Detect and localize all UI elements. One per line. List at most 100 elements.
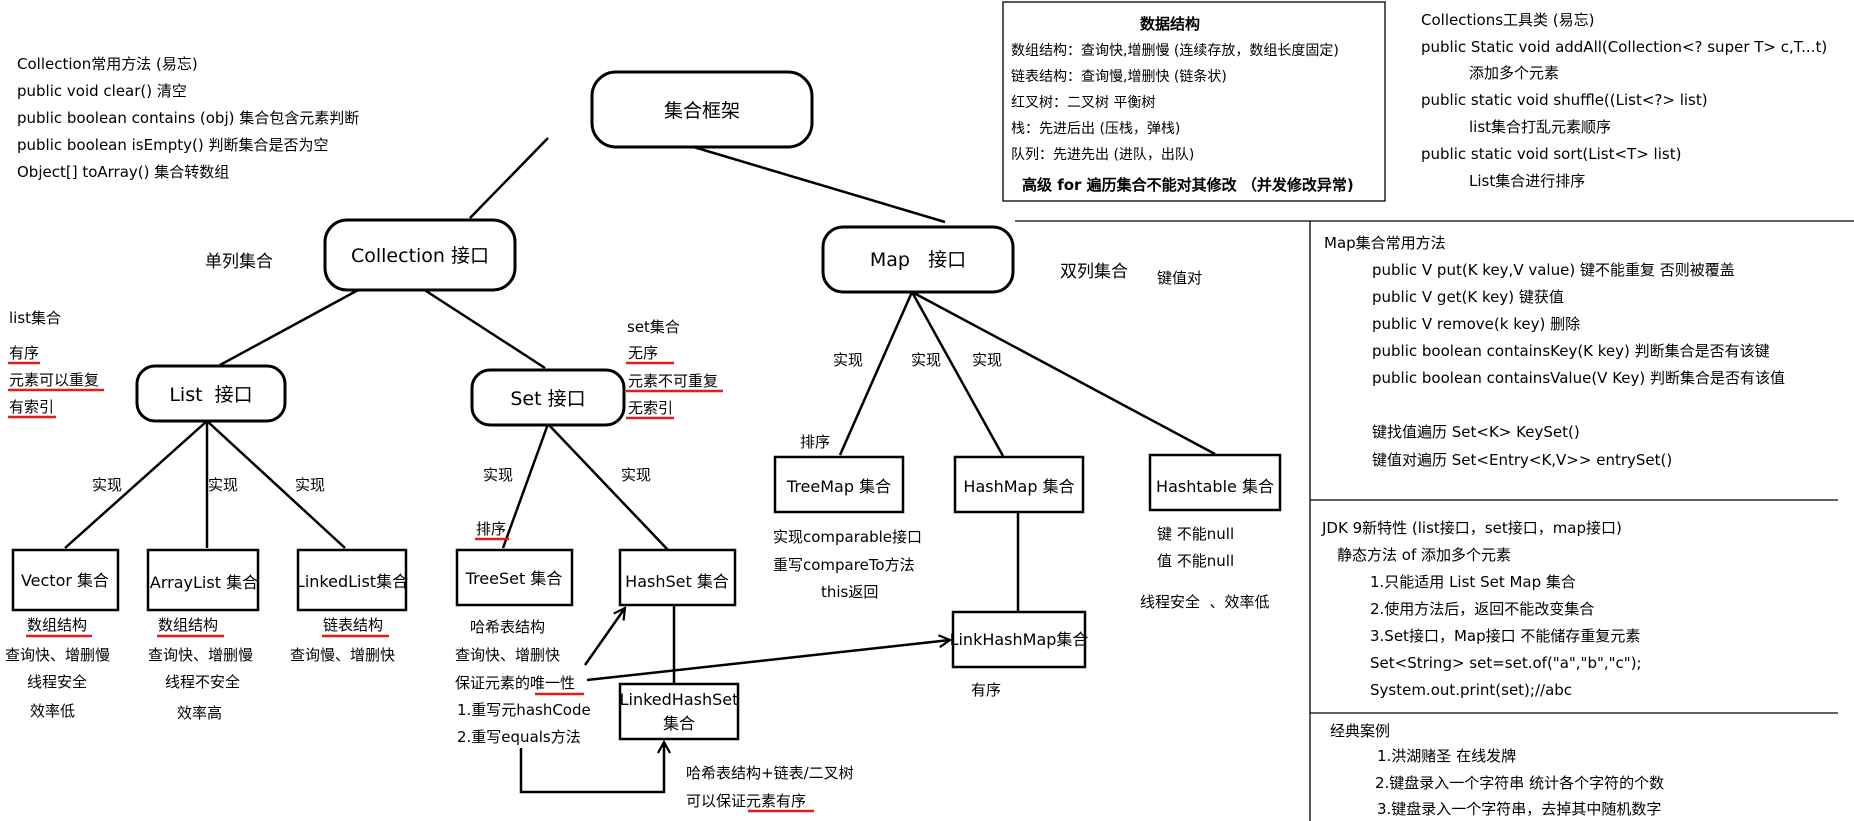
arraylist-note-3: 效率高 bbox=[177, 704, 222, 722]
hashtable-note-0: 键 不能null bbox=[1157, 525, 1234, 543]
linkedhashset-note-0: 哈希表结构+链表/二叉树 bbox=[686, 764, 854, 782]
classic-cases: 经典案例 1.洪湖赌圣 在线发牌 2.键盘录入一个字符串 统计各个字符的个数 3… bbox=[1330, 722, 1664, 818]
edge-labels: 实现 实现 实现 实现 实现 实现 实现 实现 bbox=[92, 351, 1002, 494]
node-linkedhashset-label-2: 集合 bbox=[663, 714, 695, 733]
case-item-0: 1.洪湖赌圣 在线发牌 bbox=[1377, 747, 1516, 765]
map-method-3: public boolean containsKey(K key) 判断集合是否… bbox=[1372, 342, 1770, 360]
node-set-label: Set 接口 bbox=[510, 388, 585, 410]
collections-tools: Collections工具类 (易忘) public Static void a… bbox=[1421, 11, 1827, 190]
edge-map-hashmap bbox=[910, 291, 1005, 457]
jdk9-title: JDK 9新特性 (list接口，set接口，map接口) bbox=[1321, 519, 1622, 537]
node-treemap: TreeMap 集合 bbox=[773, 455, 905, 514]
case-item-2: 3.键盘录入一个字符串，去掉其中随机数字 bbox=[1377, 800, 1661, 818]
key-value-label: 键值对 bbox=[1157, 269, 1202, 287]
edge-label-map-hashtable: 实现 bbox=[972, 351, 1002, 369]
map-method-0: public V put(K key,V value) 键不能重复 否则被覆盖 bbox=[1372, 261, 1735, 279]
vector-note-2: 线程安全 bbox=[27, 673, 87, 691]
data-structure-1: 链表结构：查询慢,增删快 (链条状) bbox=[1011, 68, 1227, 85]
node-set: Set 接口 bbox=[470, 368, 626, 427]
linkedhashset-note-1: 可以保证元素有序 bbox=[686, 792, 806, 810]
node-vector: Vector 集合 bbox=[11, 548, 120, 612]
linkedlist-note-0: 链表结构 bbox=[323, 616, 383, 634]
jdk9-item-5: System.out.print(set);//abc bbox=[1370, 681, 1572, 699]
edge-map-treemap bbox=[838, 291, 914, 456]
hashset-note-4: 2.重写equals方法 bbox=[457, 728, 581, 746]
map-method-5: 键找值遍历 Set<K> KeySet() bbox=[1372, 423, 1580, 441]
map-method-1: public V get(K key) 键获值 bbox=[1372, 288, 1564, 306]
node-treeset-label: TreeSet 集合 bbox=[465, 569, 563, 588]
arrow-to-linkedhashset bbox=[519, 742, 664, 794]
hashset-note-0: 哈希表结构 bbox=[470, 618, 545, 636]
vector-note-1: 查询快、增删慢 bbox=[5, 646, 110, 664]
single-column-label: 单列集合 bbox=[205, 252, 273, 272]
set-feature-unordered: 无序 bbox=[628, 344, 658, 362]
edge-collection-set bbox=[422, 287, 546, 370]
node-hashset-label: HashSet 集合 bbox=[625, 572, 729, 591]
jdk9-item-3: 3.Set接口，Map接口 不能储存重复元素 bbox=[1370, 627, 1640, 645]
edge-label-list-vector: 实现 bbox=[92, 476, 122, 494]
node-hashtable-label: Hashtable 集合 bbox=[1156, 477, 1274, 496]
treemap-note-1: 重写compareTo方法 bbox=[773, 556, 915, 574]
node-notes: 数组结构 查询快、增删慢 线程安全 效率低 数组结构 查询快、增删慢 线程不安全… bbox=[5, 433, 1270, 813]
vector-note-3: 效率低 bbox=[30, 702, 75, 720]
node-root-label: 集合框架 bbox=[664, 100, 740, 122]
treemap-sort: 排序 bbox=[800, 433, 830, 451]
node-root: 集合框架 bbox=[590, 70, 814, 149]
edge-list-linkedlist bbox=[206, 420, 346, 549]
data-structure-3: 栈：先进后出 (压栈，弹栈) bbox=[1011, 121, 1180, 137]
treemap-note-2: this返回 bbox=[821, 583, 878, 601]
map-methods: Map集合常用方法 public V put(K key,V value) 键不… bbox=[1324, 234, 1785, 469]
map-methods-title: Map集合常用方法 bbox=[1324, 234, 1446, 252]
node-map-label: Map 接口 bbox=[870, 249, 966, 271]
edge-root-map bbox=[649, 132, 946, 224]
node-hashmap-label: HashMap 集合 bbox=[963, 477, 1074, 496]
node-hashmap: HashMap 集合 bbox=[953, 455, 1085, 514]
double-column-label: 双列集合 bbox=[1060, 262, 1128, 282]
node-linkhashmap: LinkHashMap集合 bbox=[950, 610, 1089, 669]
hashset-note-3: 1.重写元hashCode bbox=[457, 701, 591, 719]
collections-tool-5: List集合进行排序 bbox=[1469, 172, 1585, 190]
arrow-to-hashset bbox=[583, 608, 625, 666]
edge-label-list-linkedlist: 实现 bbox=[295, 476, 325, 494]
edge-map-hashtable bbox=[911, 290, 1216, 456]
node-arraylist-label: ArrayList 集合 bbox=[150, 573, 258, 592]
arraylist-note-0: 数组结构 bbox=[158, 616, 218, 634]
node-linkedlist: LinkedList集合 bbox=[296, 548, 408, 612]
node-collection-label: Collection 接口 bbox=[351, 245, 489, 267]
jdk9-item-1: 1.只能适用 List Set Map 集合 bbox=[1370, 573, 1576, 591]
collections-tool-3: list集合打乱元素顺序 bbox=[1469, 118, 1611, 136]
jdk9-item-0: 静态方法 of 添加多个元素 bbox=[1337, 546, 1511, 564]
collection-method-3: Object[] toArray() 集合转数组 bbox=[17, 163, 229, 181]
linkhashmap-note: 有序 bbox=[971, 681, 1001, 699]
jdk9-item-2: 2.使用方法后，返回不能改变集合 bbox=[1370, 600, 1594, 618]
list-feature-ordered: 有序 bbox=[9, 344, 39, 362]
side-labels: 单列集合 双列集合 键值对 list集合 有序 元素可以重复 有索引 set集合… bbox=[8, 252, 1202, 420]
list-title: list集合 bbox=[9, 309, 61, 327]
arraylist-note-2: 线程不安全 bbox=[165, 673, 240, 691]
map-method-2: public V remove(k key) 删除 bbox=[1372, 315, 1580, 333]
node-list: List 接口 bbox=[135, 364, 287, 423]
edge-collection-list bbox=[219, 287, 361, 367]
hashtable-note-1: 值 不能null bbox=[1157, 552, 1234, 570]
collection-method-2: public boolean isEmpty() 判断集合是否为空 bbox=[17, 136, 328, 154]
set-title: set集合 bbox=[627, 318, 680, 336]
data-structures-title: 数据结构 bbox=[1140, 15, 1200, 33]
jdk9-item-4: Set<String> set=set.of("a","b","c"); bbox=[1370, 654, 1642, 672]
linkedlist-note-1: 查询慢、增删快 bbox=[290, 646, 395, 664]
data-structures-box: 数据结构 数组结构：查询快,增删慢 (连续存放，数组长度固定) 链表结构：查询慢… bbox=[1002, 1, 1386, 202]
list-feature-index: 有索引 bbox=[9, 398, 54, 416]
collections-tool-1: 添加多个元素 bbox=[1469, 64, 1559, 82]
arrow-to-linkhashmap bbox=[586, 640, 950, 682]
collections-tool-0: public Static void addAll(Collection<? s… bbox=[1421, 38, 1827, 56]
node-list-label: List 接口 bbox=[169, 384, 252, 406]
set-feature-no-index: 无索引 bbox=[628, 399, 673, 417]
treeset-sort: 排序 bbox=[476, 520, 506, 538]
map-method-6: 键值对遍历 Set<Entry<K,V>> entrySet() bbox=[1372, 451, 1672, 469]
map-method-4: public boolean containsValue(V Key) 判断集合… bbox=[1372, 369, 1785, 387]
collection-method-1: public boolean contains (obj) 集合包含元素判断 bbox=[17, 109, 359, 127]
panel-separators bbox=[1015, 220, 1854, 821]
node-linkedhashset: LinkedHashSet 集合 bbox=[618, 682, 740, 741]
node-linkhashmap-label: LinkHashMap集合 bbox=[950, 630, 1089, 649]
collection-methods: Collection常用方法 (易忘) public void clear() … bbox=[17, 55, 359, 181]
